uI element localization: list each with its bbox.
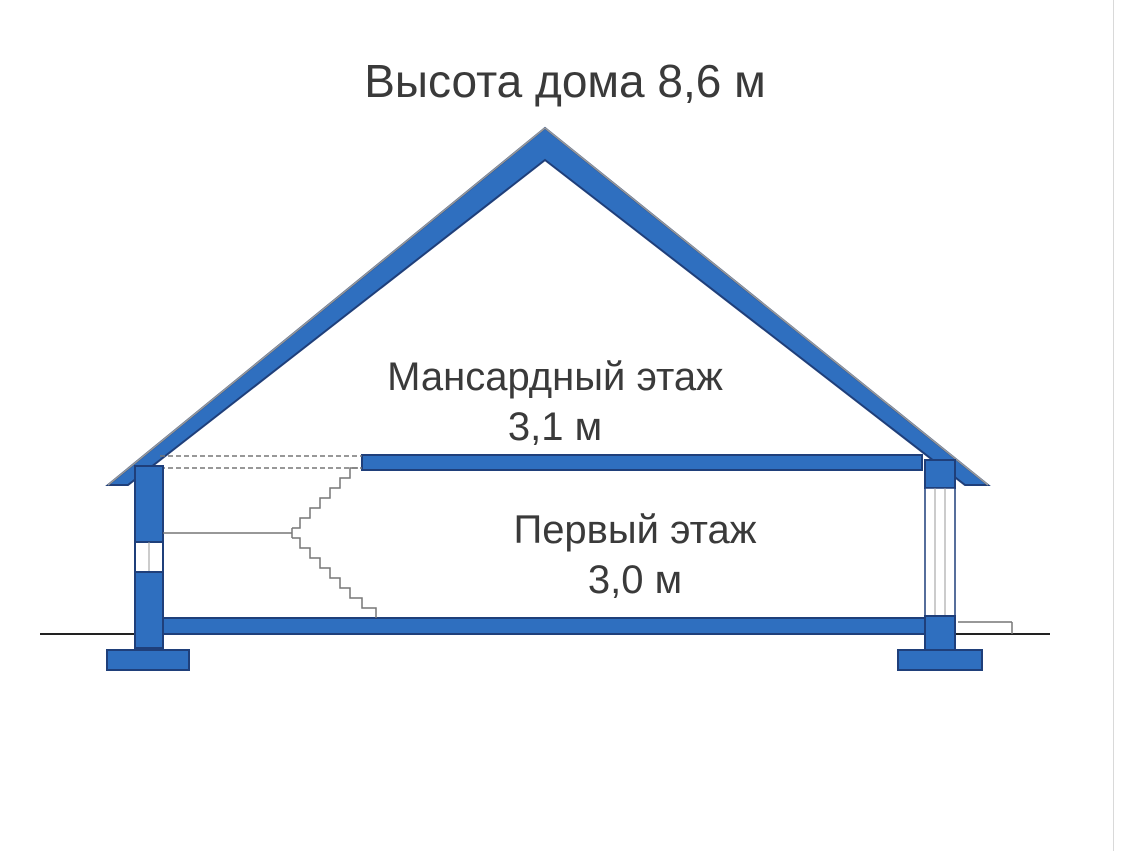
right-wall-base xyxy=(924,615,956,651)
roof-right-edge xyxy=(544,127,989,486)
left-wall-upper xyxy=(134,465,164,543)
right-wall-door xyxy=(924,487,956,617)
attic-floor-slab xyxy=(361,454,923,471)
attic-floor-height: 3,1 м xyxy=(508,405,602,449)
stair-upper-flight xyxy=(292,467,358,529)
ground-floor-height: 3,0 м xyxy=(588,558,682,602)
right-foundation xyxy=(897,649,983,671)
right-wall-top xyxy=(924,459,956,489)
ground-floor-label: Первый этаж xyxy=(513,508,756,552)
attic-floor-label: Мансардный этаж xyxy=(387,355,723,399)
roof xyxy=(105,126,991,486)
left-wall xyxy=(134,465,164,649)
roof-left-edge xyxy=(107,127,546,486)
left-wall-lower xyxy=(134,571,164,649)
diagram-title: Высота дома 8,6 м xyxy=(364,55,766,107)
ground-floor-slab xyxy=(162,617,926,635)
staircase xyxy=(163,467,377,618)
right-wall xyxy=(924,459,956,651)
image-border xyxy=(1113,0,1121,851)
stair-lower-flight xyxy=(292,537,377,618)
left-foundation xyxy=(106,649,190,671)
